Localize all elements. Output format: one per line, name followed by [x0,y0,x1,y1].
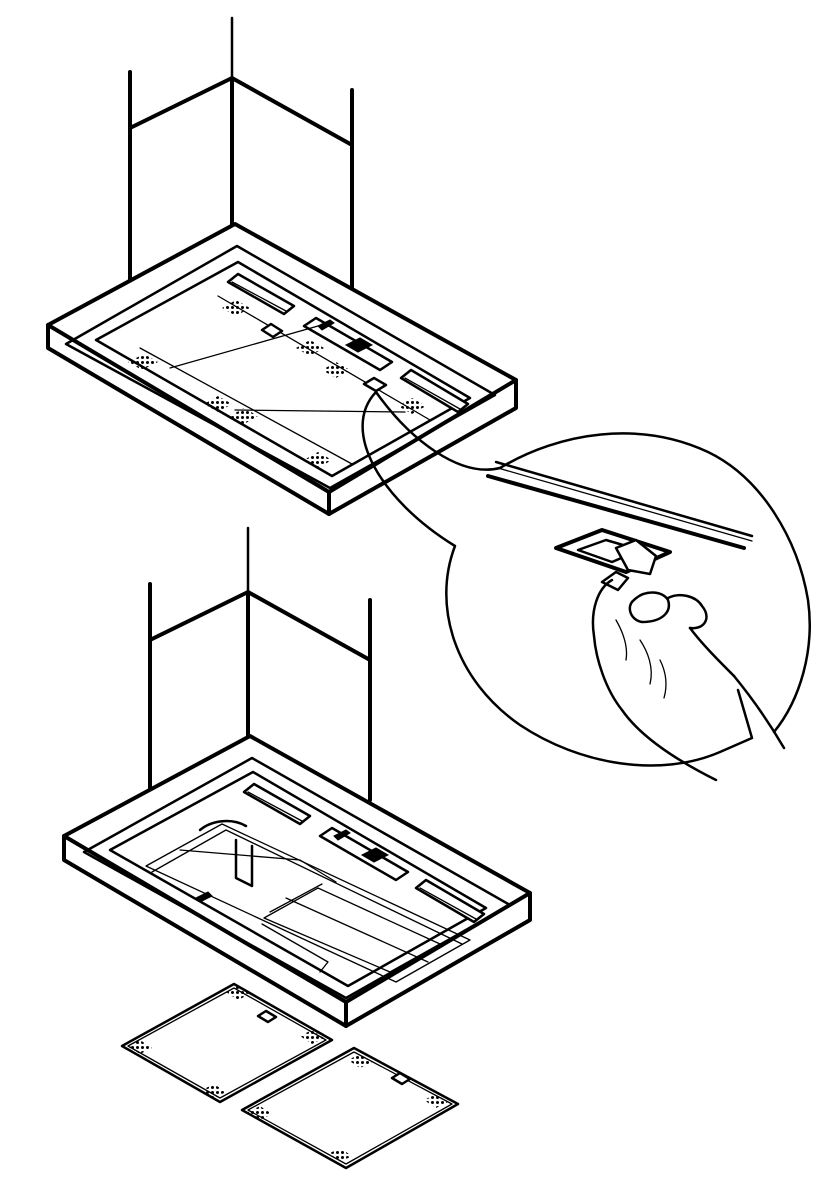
filter-latch-top-left [260,322,284,339]
hood-interior-exposed [145,819,471,983]
filter-perforations-top [128,300,426,468]
removed-filter-2 [240,1046,460,1170]
canopy-top [46,222,518,516]
hood-bottom [62,526,532,1028]
control-panel-top [302,316,394,372]
hood-top [46,16,518,516]
detail-latch [554,528,672,576]
filter-latch-detail [361,390,811,782]
light-strip-left-top [226,272,296,316]
detail-rail [486,460,754,550]
removed-filter-1 [120,982,334,1104]
detail-hand [591,570,786,782]
filter-latch-top-right [362,376,388,393]
light-strip-right-top [399,368,470,414]
chimney-top [128,16,354,292]
chimney-bottom [148,526,372,802]
control-panel-bottom [318,826,410,882]
light-strip-right-bottom [414,878,486,924]
filter-panels-top [139,295,431,465]
light-strip-left-bottom [242,782,312,826]
canopy-bottom [62,734,532,1028]
